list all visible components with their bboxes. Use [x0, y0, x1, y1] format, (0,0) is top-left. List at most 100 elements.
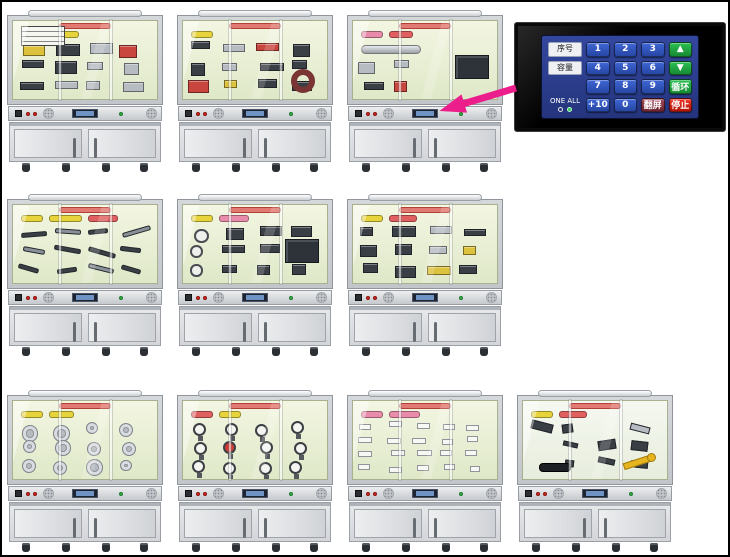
door-handle[interactable]: [73, 138, 76, 158]
gauge-component: [260, 440, 275, 460]
cabinet-door-right[interactable]: [258, 509, 326, 538]
cabinet-door-right[interactable]: [258, 129, 326, 158]
cabinet-door-right[interactable]: [88, 313, 156, 342]
indicator-button[interactable]: [373, 112, 377, 116]
door-handle[interactable]: [264, 322, 267, 342]
indicator-button[interactable]: [366, 492, 370, 496]
door-handle[interactable]: [94, 322, 97, 342]
key-7[interactable]: 7: [586, 79, 610, 94]
key-8[interactable]: 8: [613, 79, 637, 94]
cabinet-door-right[interactable]: [258, 313, 326, 342]
power-switch[interactable]: [185, 490, 192, 497]
cabinet-door-right[interactable]: [598, 509, 666, 538]
cabinet-door-left[interactable]: [354, 313, 422, 342]
indicator-button[interactable]: [26, 112, 30, 116]
key-0[interactable]: 0: [613, 97, 637, 112]
part-component: [292, 60, 308, 69]
door-handle[interactable]: [264, 518, 267, 538]
door-handle[interactable]: [413, 138, 416, 158]
door-handle[interactable]: [604, 518, 607, 538]
cabinet-door-left[interactable]: [184, 509, 252, 538]
cabinet-door-left[interactable]: [14, 509, 82, 538]
door-handle[interactable]: [73, 518, 76, 538]
indicator-button[interactable]: [203, 296, 207, 300]
cabinet-door-right[interactable]: [88, 509, 156, 538]
speaker-grille: [316, 108, 327, 119]
key-plus-10[interactable]: +10: [586, 97, 610, 112]
power-switch[interactable]: [525, 490, 532, 497]
cabinet-door-right[interactable]: [428, 509, 496, 538]
key-6[interactable]: 6: [641, 60, 665, 75]
door-handle[interactable]: [243, 518, 246, 538]
indicator-button[interactable]: [366, 112, 370, 116]
power-switch[interactable]: [15, 490, 22, 497]
card-component: [417, 450, 432, 456]
key-3[interactable]: 3: [641, 42, 665, 57]
cabinet-base: [179, 122, 331, 162]
power-switch[interactable]: [15, 294, 22, 301]
key-down[interactable]: ▼: [668, 60, 692, 75]
power-switch[interactable]: [355, 110, 362, 117]
cabinet-door-right[interactable]: [428, 129, 496, 158]
key-stop[interactable]: 停止: [668, 97, 692, 112]
cabinet-door-left[interactable]: [354, 129, 422, 158]
power-switch[interactable]: [15, 110, 22, 117]
cabinet-door-left[interactable]: [354, 509, 422, 538]
keypad-label-1: 序号: [548, 42, 582, 57]
cabinet-door-left[interactable]: [14, 129, 82, 158]
key-5[interactable]: 5: [613, 60, 637, 75]
cabinet-door-right[interactable]: [428, 313, 496, 342]
indicator-button[interactable]: [196, 492, 200, 496]
caster-wheel: [232, 163, 240, 172]
door-handle[interactable]: [94, 518, 97, 538]
door-handle[interactable]: [243, 322, 246, 342]
cabinet-door-left[interactable]: [184, 313, 252, 342]
door-handle[interactable]: [583, 518, 586, 538]
door-handle[interactable]: [413, 322, 416, 342]
disc-component: [85, 459, 103, 477]
power-switch[interactable]: [185, 294, 192, 301]
door-handle[interactable]: [94, 138, 97, 158]
part-component: [463, 228, 487, 236]
indicator-button[interactable]: [373, 492, 377, 496]
door-handle[interactable]: [243, 138, 246, 158]
indicator-button[interactable]: [26, 296, 30, 300]
indicator-button[interactable]: [373, 296, 377, 300]
indicator-button[interactable]: [203, 492, 207, 496]
drum-component: [539, 463, 571, 472]
door-handle[interactable]: [434, 518, 437, 538]
indicator-button[interactable]: [203, 112, 207, 116]
caster-wheel: [22, 347, 30, 356]
indicator-button[interactable]: [366, 296, 370, 300]
indicator-button[interactable]: [196, 112, 200, 116]
gauge-stand: [260, 437, 266, 443]
door-handle[interactable]: [434, 138, 437, 158]
indicator-button[interactable]: [536, 492, 540, 496]
power-switch[interactable]: [355, 490, 362, 497]
key-2[interactable]: 2: [613, 42, 637, 57]
key-9[interactable]: 9: [641, 79, 665, 94]
cabinet-door-left[interactable]: [524, 509, 592, 538]
key-1[interactable]: 1: [586, 42, 610, 57]
door-handle[interactable]: [73, 322, 76, 342]
power-switch[interactable]: [185, 110, 192, 117]
key-page[interactable]: 翻屏: [641, 97, 665, 112]
indicator-button[interactable]: [543, 492, 547, 496]
power-switch[interactable]: [355, 294, 362, 301]
key-cycle[interactable]: 循环: [668, 79, 692, 94]
door-handle[interactable]: [264, 138, 267, 158]
cabinet-door-left[interactable]: [14, 313, 82, 342]
indicator-button[interactable]: [33, 492, 37, 496]
door-handle[interactable]: [413, 518, 416, 538]
indicator-button[interactable]: [26, 492, 30, 496]
indicator-button[interactable]: [33, 112, 37, 116]
door-handle[interactable]: [434, 322, 437, 342]
tool-component: [121, 225, 152, 239]
indicator-button[interactable]: [33, 296, 37, 300]
cabinet-door-right[interactable]: [88, 129, 156, 158]
key-up[interactable]: ▲: [668, 42, 692, 57]
indicator-button[interactable]: [196, 296, 200, 300]
part-component: [222, 43, 245, 52]
key-4[interactable]: 4: [586, 60, 610, 75]
cabinet-door-left[interactable]: [184, 129, 252, 158]
